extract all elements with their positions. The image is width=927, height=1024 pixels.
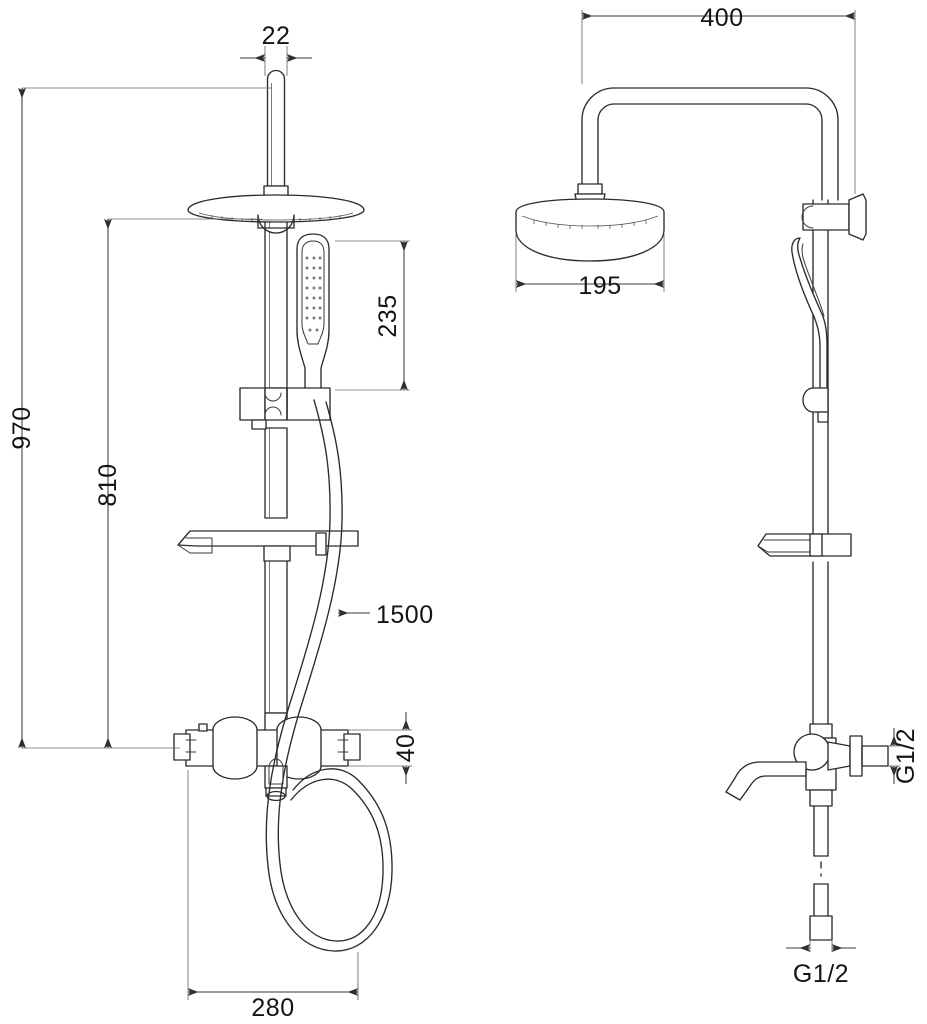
soap-shelf-front	[177, 530, 359, 562]
hand-shower-holder-front	[239, 387, 331, 430]
hand-shower-holder-side	[802, 387, 829, 423]
dimension-label-thread-outlet: G1/2	[793, 960, 849, 988]
dimension-235: 235	[335, 240, 410, 391]
dimension-label-280: 280	[251, 994, 294, 1022]
dimension-label-195: 195	[578, 272, 621, 300]
dimension-1500: 1500	[338, 601, 434, 629]
dimension-thread-outlet: G1/2	[786, 940, 856, 988]
dimension-40: 40	[348, 712, 420, 784]
dimension-400: 400	[581, 4, 856, 194]
dimension-label-400: 400	[700, 4, 743, 32]
shower-hose-front	[265, 399, 393, 952]
dimension-970: 970	[8, 87, 272, 749]
riser-pipe-side	[812, 199, 829, 725]
dimension-thread-inlet: G1/2	[888, 728, 920, 784]
dimension-label-235: 235	[374, 294, 402, 337]
thermostatic-mixer-body-front	[173, 716, 361, 802]
dimension-810: 810	[94, 218, 262, 748]
dimension-22: 22	[240, 22, 312, 76]
dimension-label-970: 970	[8, 406, 36, 449]
dimension-label-22: 22	[262, 22, 291, 50]
dimension-label-1500: 1500	[376, 601, 434, 629]
dimension-label-thread-inlet: G1/2	[892, 728, 920, 784]
wall-bracket-side	[801, 193, 867, 241]
dimension-280: 280	[187, 770, 359, 1022]
hand-shower-front	[296, 233, 330, 393]
dimension-label-810: 810	[94, 463, 122, 506]
dimension-label-40: 40	[392, 734, 420, 763]
dimension-195: 195	[515, 234, 665, 300]
side-view-group: 400 195 G1/2 G1/2	[515, 4, 920, 988]
rain-shower-head-front	[187, 194, 365, 234]
soap-shelf-side	[757, 533, 852, 557]
front-view-group: 22 970 810 235 1500	[8, 22, 434, 1022]
rain-shower-head-side	[515, 198, 665, 262]
